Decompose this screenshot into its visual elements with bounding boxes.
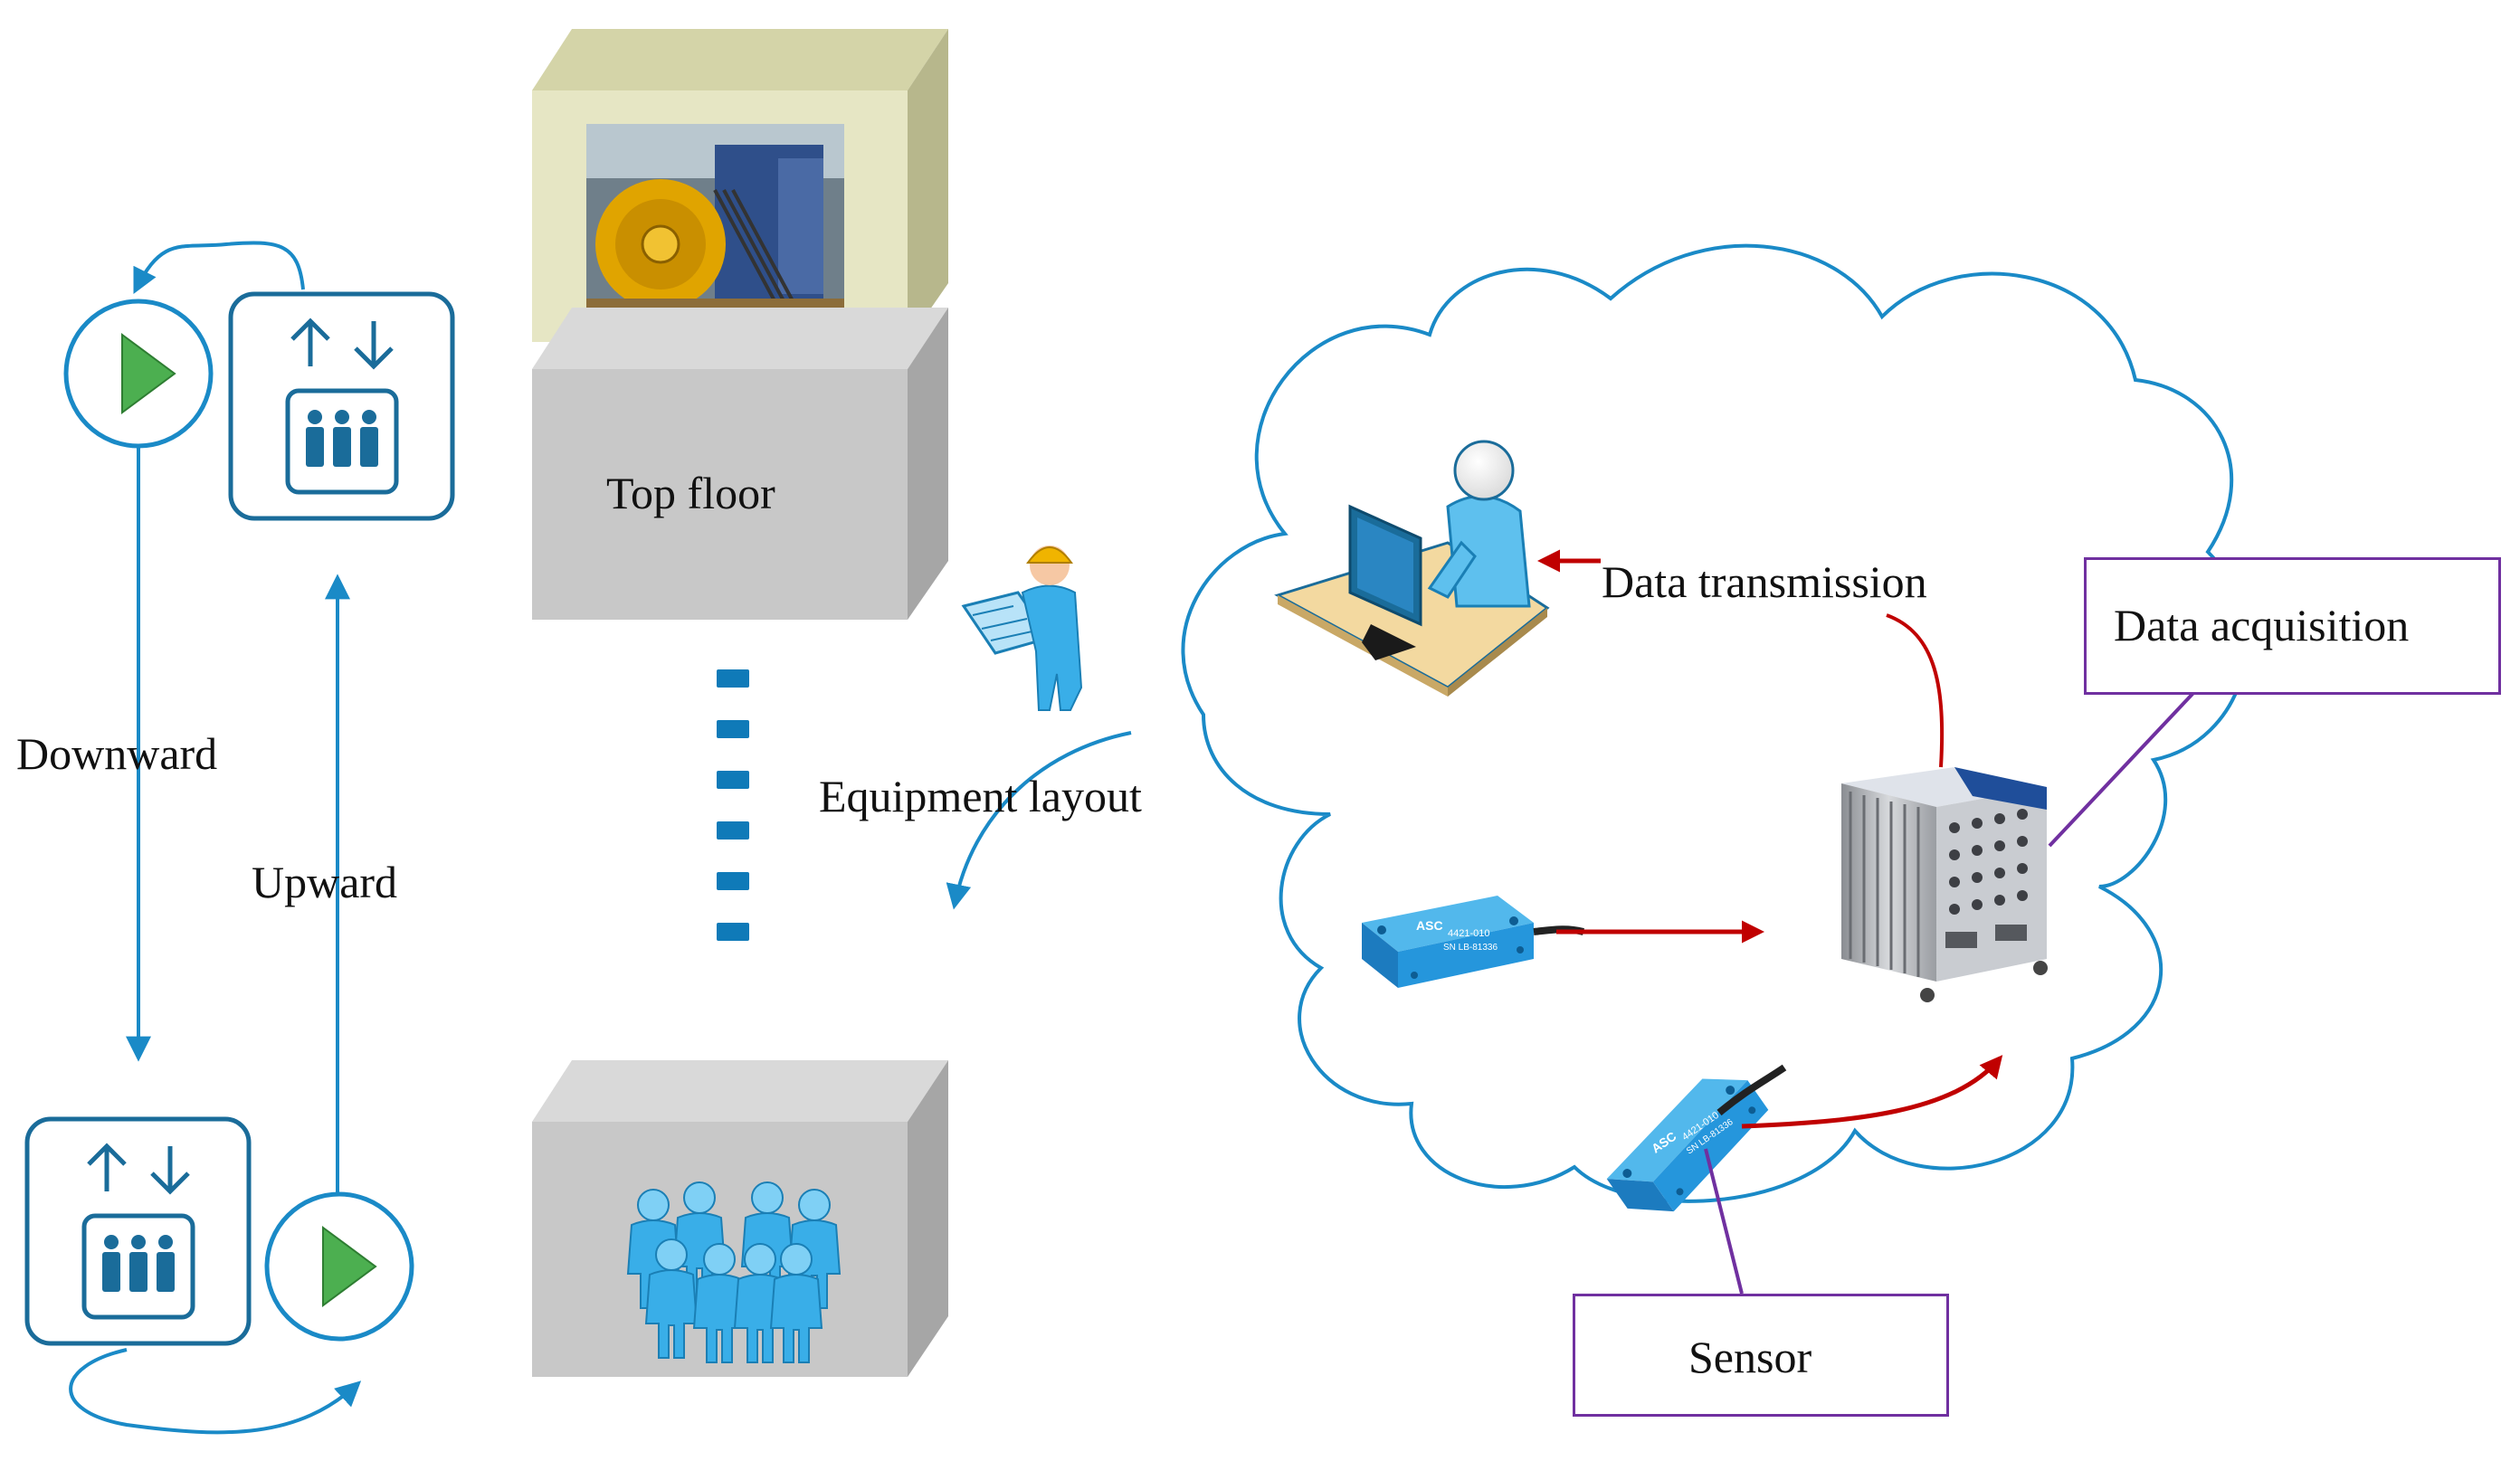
play-icon: [264, 1191, 414, 1342]
elevator-icon: [228, 291, 455, 521]
floor-ellipsis: [717, 669, 749, 941]
sensor-label: Sensor: [1688, 1332, 1812, 1382]
sensor-serial-text: SN LB-81336: [1443, 943, 1498, 953]
downward-label: Downward: [16, 728, 218, 779]
top-floor-box: [532, 308, 948, 620]
bottom-floor-box: [532, 1060, 948, 1377]
sensor-cable: [1716, 1064, 1787, 1116]
operator-computer-icon: [1274, 440, 1550, 697]
data-flow-arrows: [1537, 549, 2003, 1129]
upward-label: Upward: [252, 857, 398, 907]
building: [532, 29, 948, 1377]
data-acquisition-label: Data acquisition: [2114, 600, 2410, 650]
sensor-box: Sensor: [1573, 1294, 1949, 1417]
machine-room: [532, 29, 948, 342]
data-acquisition-device-image: [1841, 767, 2048, 1002]
equipment-layout-label: Equipment layout: [819, 771, 1142, 821]
cloud-shape: [1181, 243, 2249, 1203]
data-transmission-label: Data transmission: [1602, 556, 1927, 607]
engineer-icon: [961, 546, 1083, 711]
sensor-brand-text: ASC: [1416, 918, 1443, 933]
play-icon: [63, 299, 214, 449]
traction-machine-image: [586, 124, 844, 330]
sensor-model-text: 4421-010: [1448, 928, 1490, 939]
accelerometer-sensor-image: ASC 4421-010 SN LB-81336: [1591, 1058, 1785, 1233]
data-acquisition-box: Data acquisition: [2084, 557, 2501, 695]
top-floor-label: Top floor: [606, 468, 775, 518]
callout-lines: [1704, 690, 2196, 1295]
elevator-icon: [24, 1116, 252, 1346]
elevator-loop: [24, 241, 455, 1435]
